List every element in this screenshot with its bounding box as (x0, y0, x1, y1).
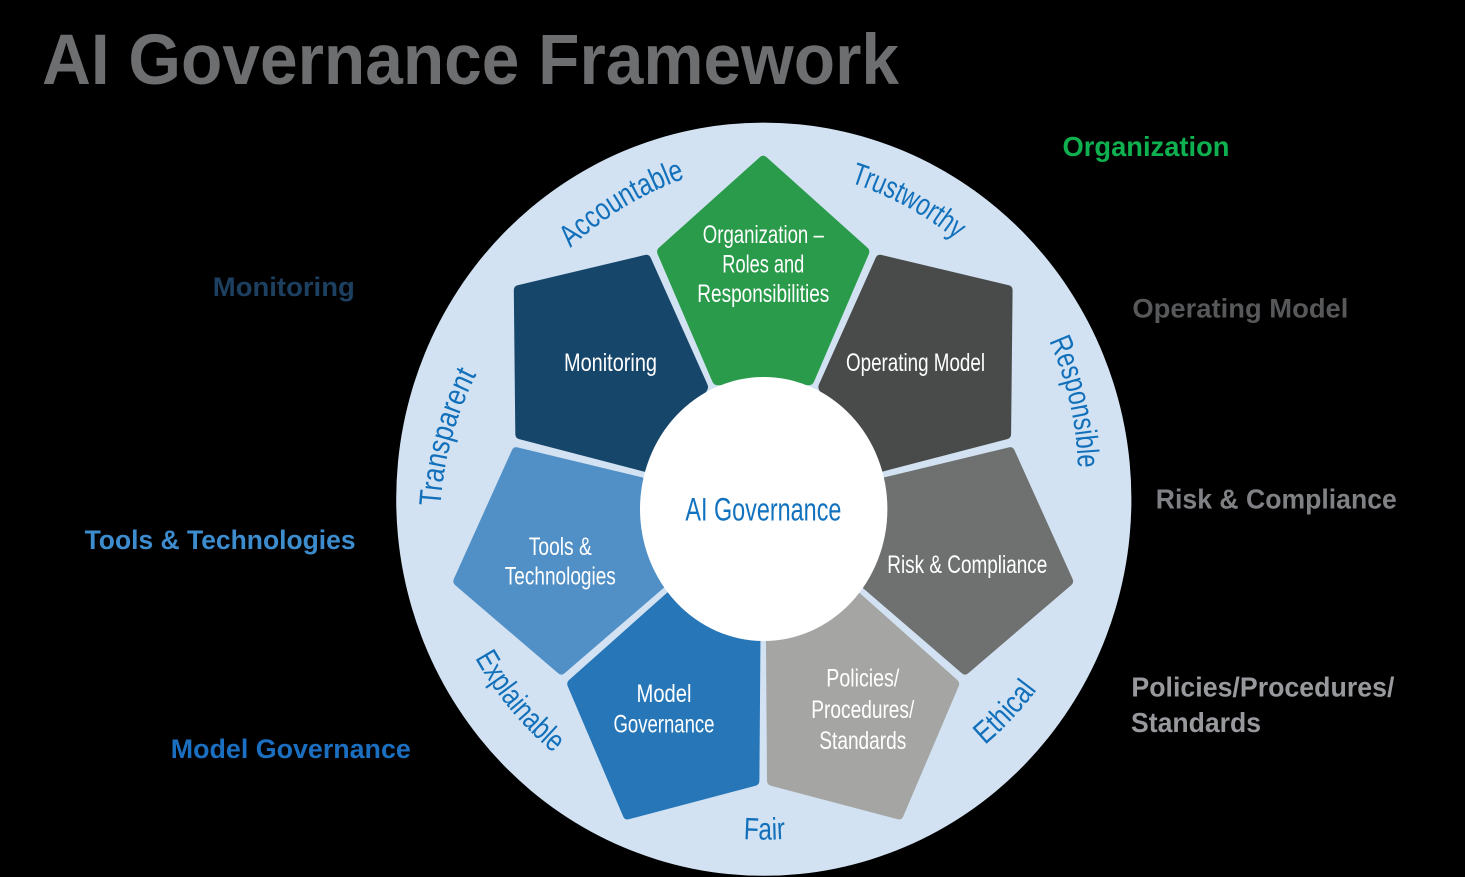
svg-text:Operating Model: Operating Model (846, 349, 985, 377)
svg-text:Operating Model: Operating Model (1132, 294, 1348, 324)
svg-text:Model: Model (637, 680, 692, 708)
svg-text:Procedures/: Procedures/ (811, 696, 914, 724)
svg-text:Tools & Technologies: Tools & Technologies (85, 525, 356, 555)
svg-text:Standards: Standards (1131, 707, 1261, 738)
svg-text:AI Governance Framework: AI Governance Framework (42, 21, 899, 100)
svg-text:Governance: Governance (614, 711, 715, 739)
svg-text:Policies/Procedures/: Policies/Procedures/ (1131, 672, 1394, 703)
svg-text:Roles and: Roles and (722, 251, 804, 279)
svg-text:Standards: Standards (819, 727, 906, 755)
svg-text:Organization: Organization (1063, 131, 1230, 162)
svg-text:Risk & Compliance: Risk & Compliance (887, 551, 1047, 579)
svg-text:Risk & Compliance: Risk & Compliance (1156, 484, 1397, 515)
svg-text:Model Governance: Model Governance (171, 734, 411, 764)
svg-text:Monitoring: Monitoring (564, 349, 657, 377)
svg-text:Organization –: Organization – (703, 221, 824, 249)
svg-text:Tools &: Tools & (529, 533, 592, 561)
svg-text:Monitoring: Monitoring (213, 272, 355, 302)
svg-text:Fair: Fair (743, 811, 786, 847)
svg-text:Policies/: Policies/ (826, 665, 899, 693)
svg-text:Technologies: Technologies (505, 563, 616, 591)
svg-text:Responsibilities: Responsibilities (697, 280, 829, 308)
svg-text:AI Governance: AI Governance (685, 492, 841, 528)
